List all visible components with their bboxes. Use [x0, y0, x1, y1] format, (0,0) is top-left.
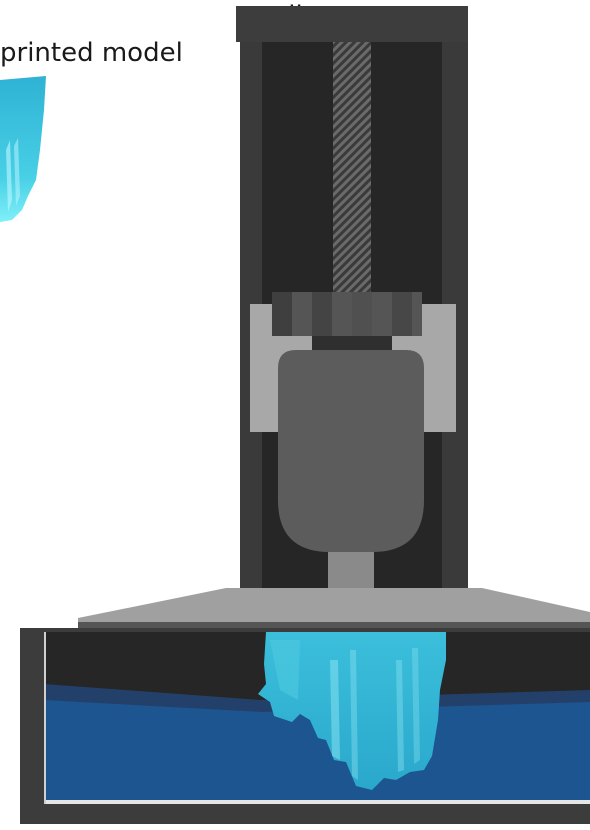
printed-model-preview: [0, 76, 46, 222]
lead-screw: [333, 42, 371, 298]
build-plate: [78, 588, 590, 632]
